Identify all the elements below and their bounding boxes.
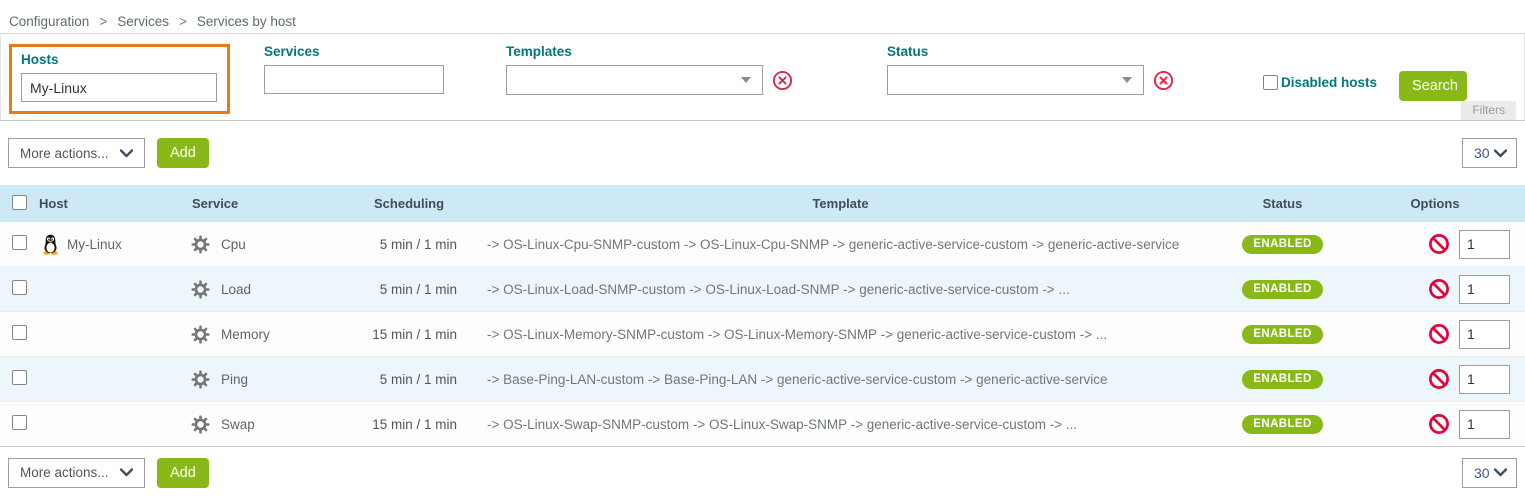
service-name[interactable]: Swap (221, 416, 255, 432)
breadcrumb-item-configuration[interactable]: Configuration (9, 13, 90, 29)
scheduling-value: 15 min / 1 min (372, 416, 457, 432)
chevron-down-icon (741, 77, 751, 83)
top-toolbar: More actions... Add 30 (0, 121, 1525, 185)
hosts-filter-group: Hosts (9, 44, 230, 114)
column-header-scheduling[interactable]: Scheduling (374, 196, 445, 211)
more-actions-select-top[interactable]: More actions... (8, 138, 145, 168)
hosts-filter-input[interactable] (21, 73, 217, 102)
template-chain: -> Base-Ping-LAN-custom -> Base-Ping-LAN… (487, 371, 1108, 387)
search-button[interactable]: Search (1399, 71, 1468, 101)
disabled-hosts-filter: Disabled hosts (1263, 75, 1377, 90)
page-size-select-top[interactable]: 30 (1462, 138, 1517, 168)
disable-icon[interactable] (1428, 323, 1450, 345)
status-filter-label: Status (887, 44, 929, 59)
disable-icon[interactable] (1428, 233, 1450, 255)
add-button-bottom[interactable]: Add (157, 457, 209, 488)
table-row: Ping 5 min / 1 min -> Base-Ping-LAN-cust… (0, 357, 1525, 402)
chevron-down-icon (120, 468, 133, 477)
status-badge: ENABLED (1242, 234, 1323, 254)
services-filter-label: Services (264, 44, 320, 59)
row-checkbox[interactable] (12, 325, 27, 340)
select-all-checkbox[interactable] (12, 194, 27, 210)
duplicate-count-input[interactable] (1459, 409, 1510, 439)
gear-icon[interactable] (191, 279, 210, 299)
template-chain: -> OS-Linux-Memory-SNMP-custom -> OS-Lin… (487, 326, 1108, 342)
status-badge: ENABLED (1242, 414, 1323, 434)
host-name[interactable]: My-Linux (67, 236, 122, 252)
table-row: My-Linux Cpu 5 min / 1 min -> OS-Linux-C… (0, 222, 1525, 267)
chevron-down-icon (120, 148, 133, 157)
gear-icon[interactable] (191, 234, 210, 254)
gear-icon[interactable] (191, 414, 210, 434)
page-size-value: 30 (1474, 464, 1490, 481)
scheduling-value: 5 min / 1 min (379, 236, 457, 252)
scheduling-value: 15 min / 1 min (372, 326, 457, 342)
scheduling-value: 5 min / 1 min (379, 371, 457, 387)
linux-penguin-icon (41, 234, 60, 255)
filter-panel: Hosts Services Templates Status (0, 33, 1525, 121)
column-header-host[interactable]: Host (39, 196, 68, 211)
hosts-filter-label: Hosts (21, 52, 59, 67)
bottom-toolbar: More actions... Add 30 (0, 447, 1525, 498)
breadcrumb-separator: > (178, 13, 187, 29)
chevron-down-icon (1122, 77, 1132, 83)
breadcrumb-item-services[interactable]: Services (117, 13, 169, 29)
clear-templates-filter-icon[interactable] (772, 70, 793, 91)
disable-icon[interactable] (1428, 278, 1450, 300)
more-actions-label: More actions... (20, 145, 109, 161)
table-row: Memory 15 min / 1 min -> OS-Linux-Memory… (0, 312, 1525, 357)
templates-filter-group: Templates (506, 44, 793, 95)
clear-status-filter-icon[interactable] (1153, 70, 1174, 91)
status-badge: ENABLED (1242, 369, 1323, 389)
add-button-top[interactable]: Add (157, 138, 209, 168)
service-name[interactable]: Load (221, 281, 252, 297)
filters-tab: Filters (1461, 101, 1516, 120)
duplicate-count-input[interactable] (1459, 274, 1510, 304)
more-actions-label: More actions... (20, 465, 109, 480)
column-header-service[interactable]: Service (192, 196, 239, 211)
table-row: Swap 15 min / 1 min -> OS-Linux-Swap-SNM… (0, 402, 1525, 447)
breadcrumb: Configuration > Services > Services by h… (0, 0, 1525, 33)
duplicate-count-input[interactable] (1459, 364, 1510, 394)
column-header-template[interactable]: Template (812, 196, 869, 211)
template-chain: -> OS-Linux-Cpu-SNMP-custom -> OS-Linux-… (487, 236, 1180, 252)
row-checkbox[interactable] (12, 415, 27, 430)
disable-icon[interactable] (1428, 368, 1450, 390)
column-header-status[interactable]: Status (1262, 196, 1303, 211)
gear-icon[interactable] (191, 324, 210, 344)
status-filter-select[interactable] (887, 65, 1144, 95)
status-filter-group: Status (887, 44, 1174, 95)
service-name[interactable]: Ping (221, 371, 249, 387)
table-header: Host Service Scheduling Template Status … (0, 185, 1525, 222)
service-name[interactable]: Memory (221, 326, 270, 342)
template-chain: -> OS-Linux-Load-SNMP-custom -> OS-Linux… (487, 281, 1070, 297)
duplicate-count-input[interactable] (1459, 319, 1510, 349)
duplicate-count-input[interactable] (1459, 229, 1510, 259)
page-size-select-bottom[interactable]: 30 (1462, 457, 1517, 488)
templates-filter-label: Templates (506, 44, 572, 59)
scheduling-value: 5 min / 1 min (379, 281, 457, 297)
row-checkbox[interactable] (12, 280, 27, 295)
column-header-options[interactable]: Options (1410, 196, 1460, 211)
chevron-down-icon (1494, 148, 1507, 157)
chevron-down-icon (1494, 468, 1507, 477)
service-name[interactable]: Cpu (221, 236, 246, 252)
disabled-hosts-label: Disabled hosts (1281, 75, 1378, 90)
table-row: Load 5 min / 1 min -> OS-Linux-Load-SNMP… (0, 267, 1525, 312)
gear-icon[interactable] (191, 369, 210, 389)
status-badge: ENABLED (1242, 279, 1323, 299)
services-filter-input[interactable] (264, 65, 444, 94)
services-filter-group: Services (264, 44, 444, 94)
disable-icon[interactable] (1428, 413, 1450, 435)
breadcrumb-separator: > (99, 13, 108, 29)
templates-filter-select[interactable] (506, 65, 763, 95)
row-checkbox[interactable] (12, 370, 27, 385)
row-checkbox[interactable] (12, 235, 27, 250)
status-badge: ENABLED (1242, 324, 1323, 344)
disabled-hosts-checkbox[interactable] (1263, 75, 1278, 90)
template-chain: -> OS-Linux-Swap-SNMP-custom -> OS-Linux… (487, 416, 1078, 432)
breadcrumb-item-services-by-host[interactable]: Services by host (196, 13, 296, 29)
page-size-value: 30 (1474, 145, 1490, 161)
more-actions-select-bottom[interactable]: More actions... (8, 457, 145, 488)
